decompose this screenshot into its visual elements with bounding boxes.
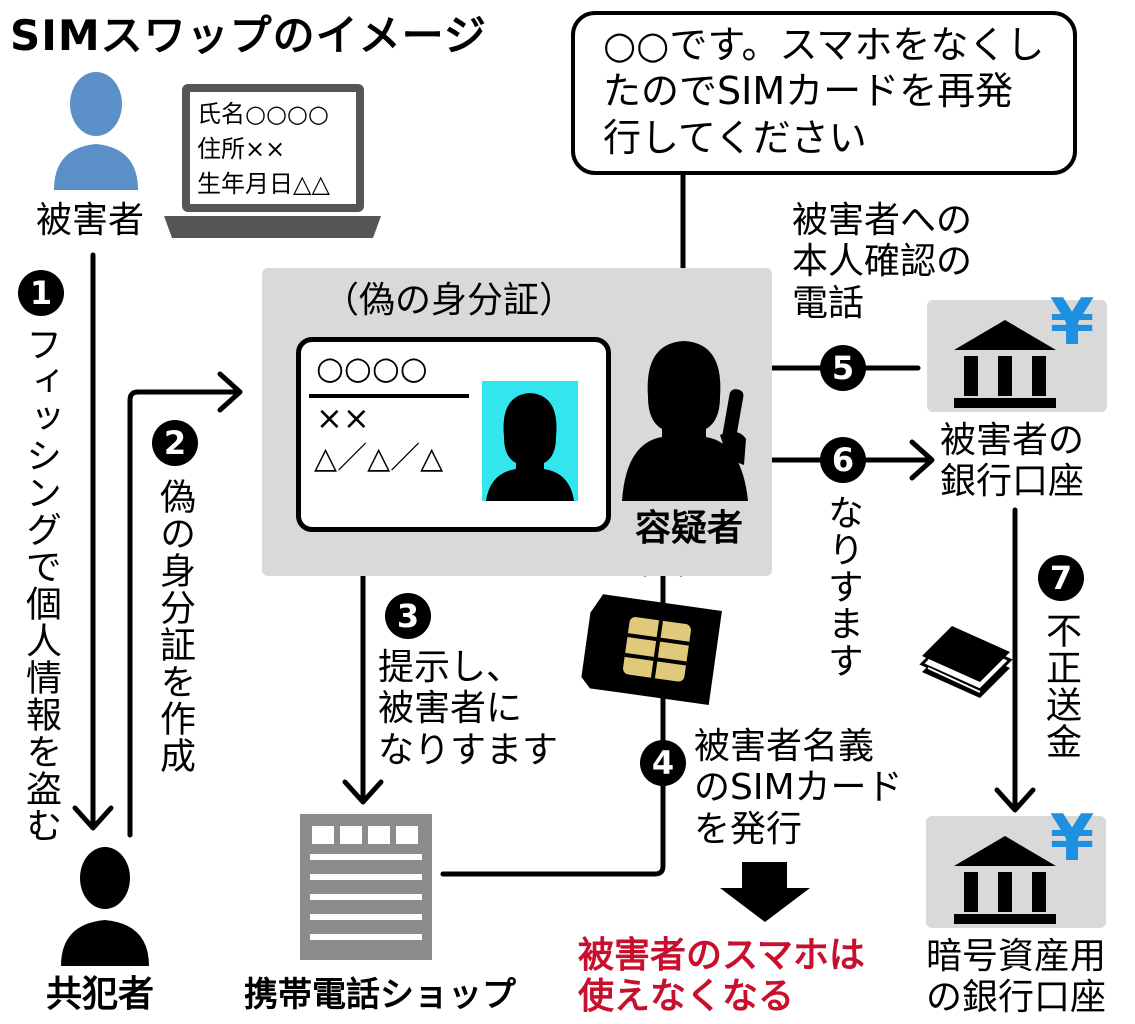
laptop-line-name: 氏名○○○○: [197, 100, 329, 128]
crypto-bank-label: 暗号資産用 の銀行口座: [926, 936, 1106, 1019]
victim-bank-panel: [927, 300, 1107, 412]
step3-text: 提示し、 被害者に なりすます: [378, 647, 558, 771]
step3-line-2: 被害者に: [378, 688, 523, 730]
victim-bank-label: 被害者の 銀行口座: [940, 420, 1084, 503]
step3-line-1: 提示し、: [378, 647, 523, 688]
speech-line-1: ○○です。スマホをなくし: [603, 23, 1045, 67]
step4-line-1: 被害者名義: [694, 726, 875, 767]
speech-line-2: たのでSIMカードを再発: [603, 69, 1014, 114]
laptop-line-address: 住所××: [197, 134, 286, 163]
down-arrow-icon: [720, 862, 810, 922]
fake-id-caption: （偽の身分証）: [323, 280, 576, 321]
result-line-2: 使えなくなる: [578, 976, 795, 1018]
person-photo-icon: [482, 381, 578, 501]
arrow-step2: [127, 389, 241, 838]
person-phone-icon: [622, 341, 748, 501]
speech-line-3: 行してください: [603, 115, 867, 160]
step5-line-3: 電話: [792, 282, 865, 324]
step5-text: 被害者への 本人確認の 電話: [792, 200, 972, 324]
person-silhouette-icon: [61, 847, 149, 966]
crypto-bank-label-2: の銀行口座: [926, 977, 1107, 1019]
building-icon: [300, 814, 432, 960]
svg-text:¥: ¥: [1050, 806, 1095, 866]
result-text: 被害者のスマホは 使えなくなる: [578, 935, 865, 1018]
step3-badge: 3: [385, 593, 431, 639]
bank-icon: [954, 320, 1056, 408]
fake-id-divider: [309, 394, 469, 398]
victim-bank-label-1: 被害者の: [940, 420, 1085, 461]
diagram-title: SIMスワップのイメージ: [10, 11, 487, 60]
step2-text: 偽の身分証を作成: [154, 478, 195, 774]
speech-bubble-icon: [571, 11, 1077, 175]
step1-badge: 1: [18, 270, 64, 316]
svg-text:¥: ¥: [1050, 290, 1095, 350]
banknotes-icon: [919, 626, 1013, 698]
shop-label: 携帯電話ショップ: [244, 975, 516, 1015]
fake-id-address: ××: [316, 399, 370, 437]
speech-bubble-text: ○○です。スマホをなくし たのでSIMカードを再発 行してください: [603, 22, 1044, 161]
laptop-line-birthdate: 生年月日△△: [197, 169, 330, 198]
yen-icon: ¥: [1050, 290, 1095, 350]
laptop-screen-text: 氏名○○○○ 住所×× 生年月日△△: [197, 97, 330, 201]
fake-id-name: ○○○○: [316, 349, 428, 387]
laptop-icon: [164, 84, 381, 238]
result-line-1: 被害者のスマホは: [578, 935, 865, 976]
step6-badge: 6: [820, 437, 866, 483]
fake-id-birthdate: △／△／△: [314, 441, 444, 476]
sim-card-icon: [581, 594, 722, 706]
step7-badge: 7: [1038, 555, 1084, 601]
crypto-bank-panel: [926, 816, 1106, 928]
bank-icon: [954, 836, 1056, 924]
person-icon: [54, 72, 138, 190]
step5-badge: 5: [820, 345, 866, 391]
step2-badge: 2: [152, 420, 198, 466]
step5-line-2: 本人確認の: [792, 241, 973, 283]
crypto-bank-label-1: 暗号資産用: [926, 936, 1107, 977]
step5-line-1: 被害者への: [792, 200, 973, 241]
step7-text: 不正送金: [1040, 612, 1081, 760]
victim-bank-label-2: 銀行口座: [940, 461, 1085, 503]
step4-line-3: を発行: [694, 808, 803, 850]
arrow-step4: [440, 553, 666, 877]
step6-text: なりすます: [822, 494, 863, 679]
yen-icon: ¥: [1050, 806, 1095, 866]
step4-badge: 4: [640, 740, 686, 786]
step1-text: フィッシングで個人情報を盗む: [20, 326, 61, 844]
step4-text: 被害者名義 のSIMカード を発行: [694, 726, 903, 850]
victim-label: 被害者: [36, 200, 145, 241]
step4-line-2: のSIMカード: [694, 767, 903, 809]
accomplice-label: 共犯者: [46, 974, 155, 1015]
suspect-label: 容疑者: [635, 508, 744, 549]
step3-line-3: なりすます: [378, 729, 559, 771]
